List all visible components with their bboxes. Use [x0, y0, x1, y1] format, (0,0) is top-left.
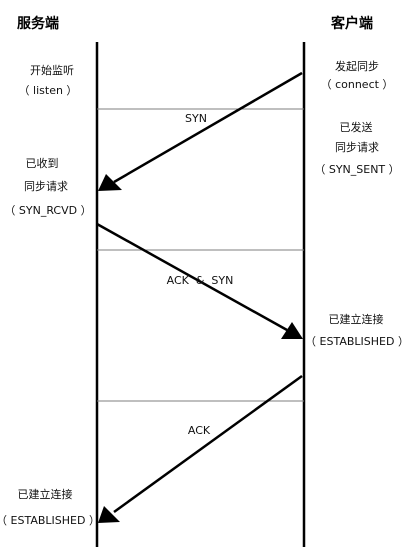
server-rcvd-line2: 同步请求	[24, 180, 68, 193]
ack-syn-arrow-line	[96, 222, 288, 332]
client-connect-line2: （ connect ）	[321, 78, 394, 91]
syn-label: SYN	[185, 112, 207, 125]
client-connect-line1: 发起同步	[335, 59, 379, 73]
server-established-line2: （ ESTABLISHED ）	[0, 514, 100, 527]
server-established-line1: 已建立连接	[18, 487, 73, 501]
ack-label: ACK	[188, 424, 211, 437]
ack-syn-label: ACK & SYN	[167, 274, 234, 287]
server-listen-line1: 开始监听	[30, 63, 74, 77]
syn-arrowhead	[98, 174, 122, 191]
client-sent-line1: 已发送	[340, 120, 373, 134]
ack-arrowhead	[98, 506, 120, 523]
client-sent-line3: （ SYN_SENT ）	[314, 163, 399, 176]
server-rcvd-line1: 已收到	[26, 156, 59, 170]
syn-arrow-line	[113, 71, 303, 184]
server-rcvd-line3: （ SYN_RCVD ）	[4, 204, 91, 217]
client-sent-line2: 同步请求	[335, 141, 379, 154]
ack-syn-arrowhead	[281, 322, 303, 339]
client-established-line1: 已建立连接	[329, 312, 384, 326]
server-listen-line2: （ listen ）	[19, 84, 78, 97]
client-header: 客户端	[330, 15, 373, 32]
ack-arrow-line	[113, 374, 303, 514]
client-established-line2: （ ESTABLISHED ）	[305, 335, 409, 348]
server-header: 服务端	[17, 15, 59, 32]
